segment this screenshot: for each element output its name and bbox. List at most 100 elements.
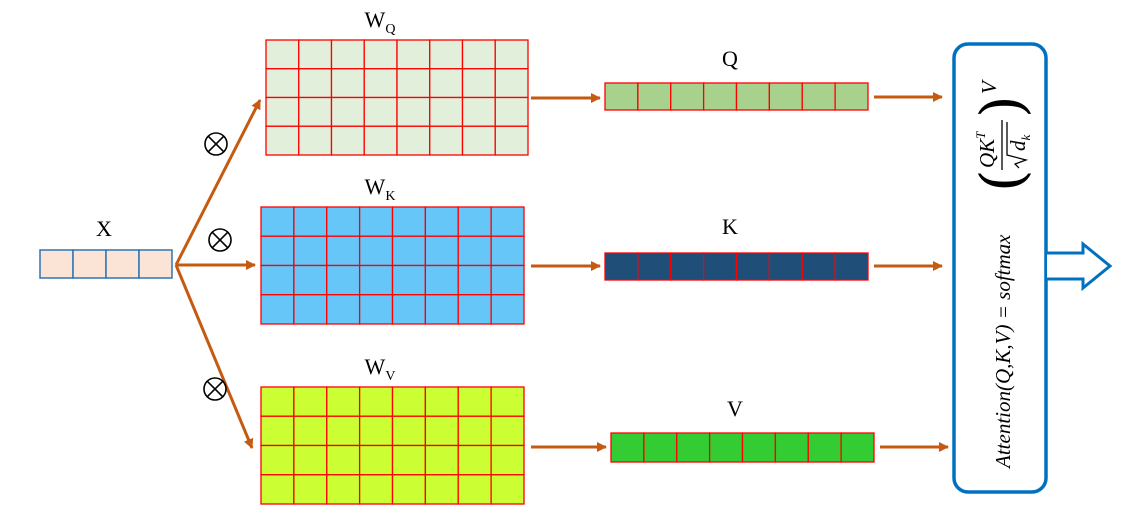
arrow-to-wv <box>174 264 254 449</box>
matrix-cell <box>363 125 398 156</box>
matrix-cell <box>490 235 525 267</box>
input-cell <box>105 249 140 279</box>
multiply-icon <box>208 228 232 252</box>
matrix-cell <box>429 96 464 127</box>
vector-cell <box>637 82 672 111</box>
matrix-cell <box>363 39 398 70</box>
matrix-cell <box>260 444 295 476</box>
input-vector <box>39 249 173 279</box>
matrix-cell <box>391 415 427 447</box>
matrix-cell <box>326 206 361 237</box>
v-label: V <box>727 396 743 421</box>
matrix-cell <box>293 264 328 296</box>
matrix-cell <box>490 444 525 476</box>
matrix-cell <box>326 474 361 505</box>
multiply-icon <box>203 377 227 401</box>
formula-lhs: Attention(Q,K,V) = softmax <box>991 234 1015 470</box>
matrix-cell <box>358 264 394 296</box>
matrix-cell <box>293 415 328 447</box>
matrix-cell <box>358 444 394 476</box>
formula-right-paren: ) <box>968 95 1036 118</box>
attention-box <box>952 42 1048 494</box>
matrix-cell <box>457 294 492 325</box>
matrix-cell <box>391 264 427 296</box>
matrix-cell <box>293 386 328 417</box>
matrix-cell <box>298 39 333 70</box>
matrix-cell <box>424 415 459 447</box>
matrix-cell <box>494 39 529 70</box>
vector-cell <box>735 82 771 111</box>
matrix-cell <box>391 386 427 417</box>
matrix-cell <box>461 96 496 127</box>
matrix-cell <box>298 125 333 156</box>
matrix-cell <box>326 444 361 476</box>
matrix-cell <box>260 235 295 267</box>
wq-matrix <box>265 39 529 156</box>
matrix-cell <box>424 235 459 267</box>
matrix-cell <box>494 125 529 156</box>
matrix-cell <box>396 68 431 99</box>
vector-cell <box>807 432 842 463</box>
k-label: K <box>722 214 738 239</box>
wk-label: WK <box>365 174 396 204</box>
matrix-cell <box>358 294 394 325</box>
matrix-cell <box>391 235 427 267</box>
matrix-cell <box>358 474 394 505</box>
matrix-cell <box>293 235 328 267</box>
sqrt-icon <box>1006 122 1029 169</box>
matrix-cell <box>326 386 361 417</box>
matrix-cell <box>457 386 492 417</box>
matrix-cell <box>424 206 459 237</box>
matrix-cell <box>293 444 328 476</box>
matrix-cell <box>265 68 300 99</box>
input-cell <box>72 249 107 279</box>
matrix-cell <box>391 206 427 237</box>
matrix-cell <box>490 386 525 417</box>
matrix-cell <box>461 125 496 156</box>
matrix-cell <box>330 68 365 99</box>
k-vector <box>604 252 869 281</box>
matrix-cell <box>260 264 295 296</box>
matrix-cell <box>391 474 427 505</box>
matrix-cell <box>391 444 427 476</box>
matrix-cell <box>358 415 394 447</box>
matrix-cell <box>326 294 361 325</box>
input-label: X <box>96 216 112 241</box>
matrix-cell <box>494 68 529 99</box>
matrix-cell <box>457 474 492 505</box>
matrix-cell <box>326 415 361 447</box>
wk-matrix <box>260 206 525 325</box>
wv-matrix <box>260 386 525 505</box>
branch-arrows <box>174 99 262 449</box>
matrix-cell <box>424 264 459 296</box>
q-label: Q <box>722 46 738 71</box>
q-vector <box>604 82 869 111</box>
vector-cell <box>840 432 875 463</box>
vector-cell <box>610 432 645 463</box>
matrix-cell <box>298 96 333 127</box>
matrix-cell <box>260 474 295 505</box>
matrix-cell <box>396 39 431 70</box>
vector-cell <box>735 252 771 281</box>
formula-denominator: dk <box>1006 135 1033 152</box>
matrix-cell <box>330 39 365 70</box>
vector-cell <box>702 252 738 281</box>
matrix-cell <box>424 474 459 505</box>
vector-cell <box>741 432 777 463</box>
attention-formula: Attention(Q,K,V) = softmax ( QKT dk ) V <box>968 79 1036 470</box>
matrix-cell <box>424 444 459 476</box>
matrix-cell <box>330 96 365 127</box>
wq-label: WQ <box>365 7 396 37</box>
matrix-cell <box>461 68 496 99</box>
matrix-cell <box>490 206 525 237</box>
matrix-cell <box>461 39 496 70</box>
vector-cell <box>768 252 803 281</box>
matrix-cell <box>429 39 464 70</box>
matrix-cell <box>358 386 394 417</box>
matrix-cell <box>490 264 525 296</box>
vector-cell <box>670 252 705 281</box>
matrix-cell <box>330 125 365 156</box>
matrix-cell <box>396 96 431 127</box>
matrix-cell <box>424 386 459 417</box>
matrix-cell <box>457 235 492 267</box>
